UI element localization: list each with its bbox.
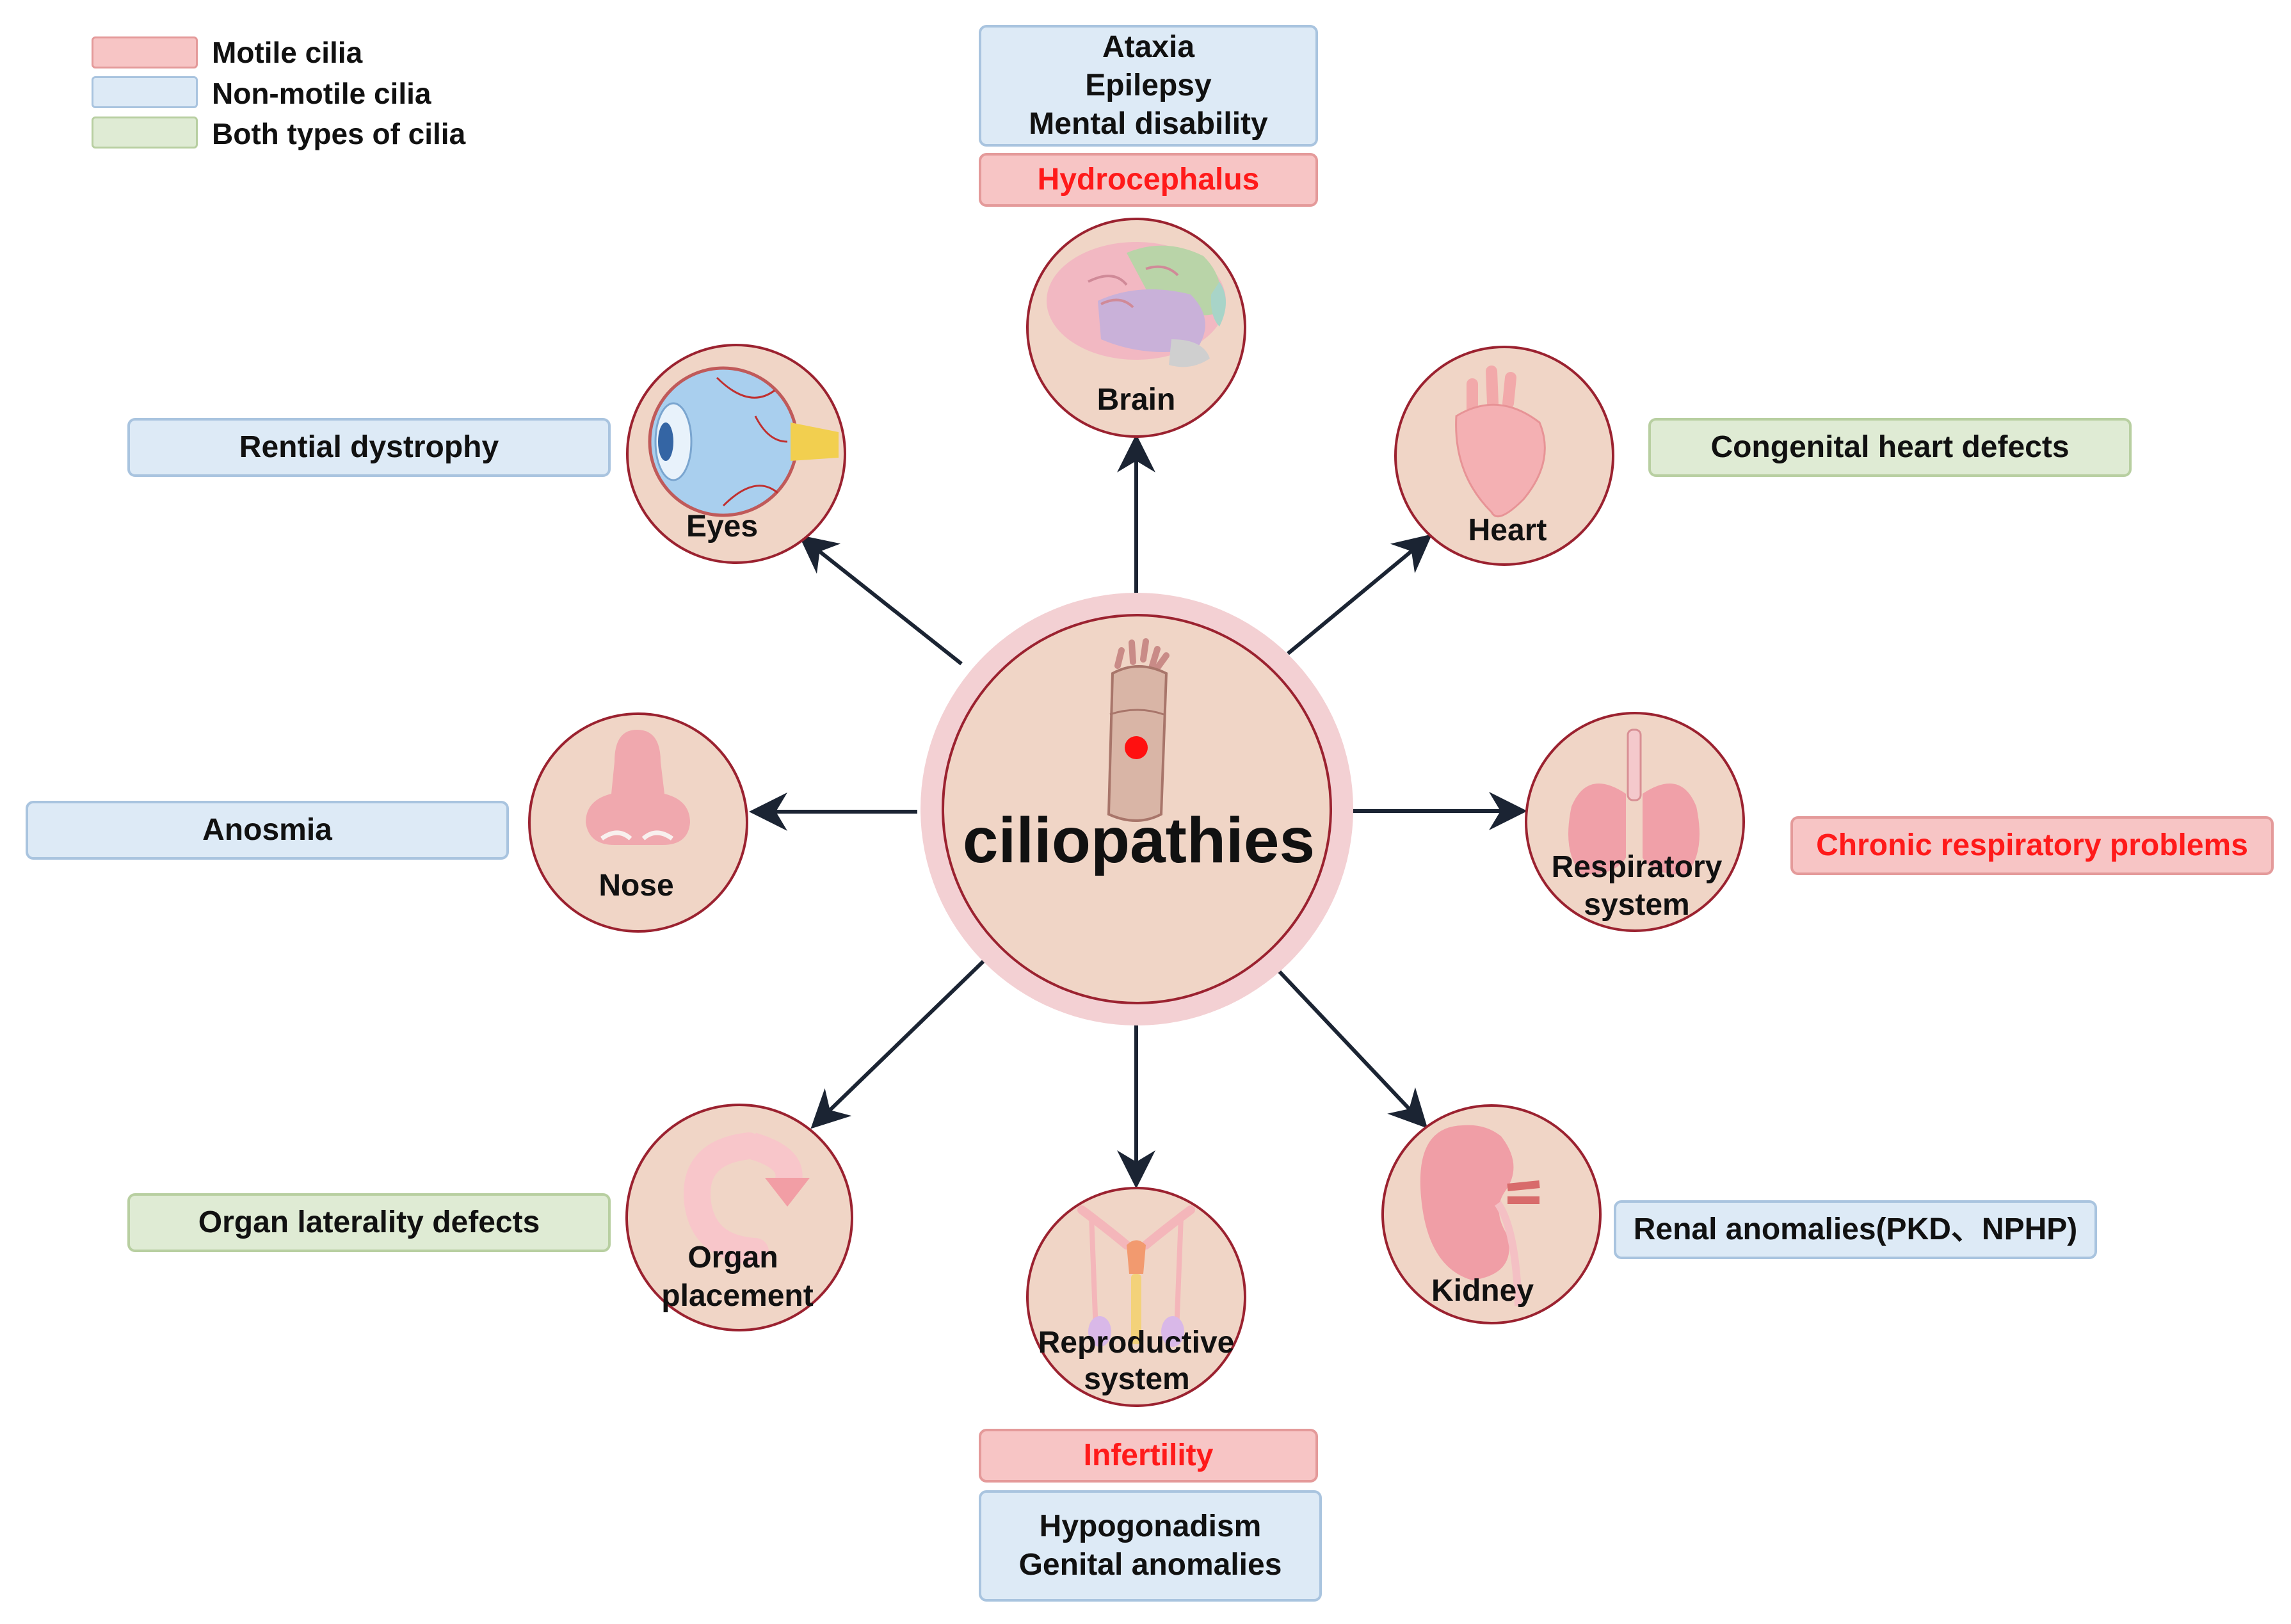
condition-ataxia: Ataxia: [1102, 30, 1195, 64]
respiratory-label-line1: Respiratory: [1552, 850, 1723, 884]
respiratory-label-line2: system: [1584, 888, 1689, 922]
reproductive-label-line2: system: [1084, 1362, 1189, 1396]
eyes-label: Eyes: [686, 510, 758, 543]
reproductive-organ-icon: [1077, 1205, 1195, 1347]
reproductive-non-motile-box: Hypogonadism Genital anomalies: [979, 1490, 1322, 1602]
heart-condition-box: Congenital heart defects: [1648, 418, 2132, 477]
legend-swatch-motile: [92, 36, 198, 68]
respiratory-node: Respiratory system: [1525, 712, 1745, 932]
respiratory-condition-box: Chronic respiratory problems: [1790, 816, 2274, 875]
legend-swatch-non-motile: [92, 76, 198, 108]
brain-node: Brain: [1026, 218, 1246, 438]
arrow-to-eyes: [798, 535, 963, 666]
condition-hypogonadism: Hypogonadism: [1039, 1509, 1262, 1543]
condition-organ-laterality-defects: Organ laterality defects: [198, 1205, 540, 1239]
condition-congenital-heart-defects: Congenital heart defects: [1710, 430, 2070, 464]
condition-epilepsy: Epilepsy: [1085, 68, 1212, 102]
condition-chronic-respiratory-problems: Chronic respiratory problems: [1816, 828, 2248, 862]
nose-label: Nose: [599, 869, 673, 903]
kidney-condition-box: Renal anomalies(PKD、NPHP): [1614, 1200, 2097, 1259]
condition-anosmia: Anosmia: [202, 813, 332, 847]
brain-icon: [1047, 242, 1226, 367]
nose-icon: [586, 730, 690, 845]
reproductive-label-line1: Reproductive: [1038, 1326, 1235, 1360]
eyes-node: Eyes: [626, 344, 846, 564]
kidney-label: Kidney: [1431, 1274, 1534, 1308]
condition-hydrocephalus: Hydrocephalus: [1037, 163, 1260, 197]
heart-node: Heart: [1394, 346, 1614, 566]
reproductive-node: Reproductive system: [1026, 1187, 1246, 1407]
organ-placement-label-line2: placement: [661, 1279, 813, 1313]
respiratory-circle: [1525, 712, 1745, 932]
nose-condition-box: Anosmia: [26, 801, 509, 860]
legend-label-both: Both types of cilia: [212, 117, 466, 150]
arrow-to-heart: [1287, 534, 1433, 655]
condition-rential-dystrophy: Rential dystrophy: [239, 430, 499, 464]
heart-icon: [1455, 366, 1546, 518]
reproductive-motile-box: Infertility: [979, 1429, 1318, 1483]
nose-node: Nose: [528, 712, 748, 933]
arrows: [749, 434, 1527, 1189]
brain-label: Brain: [1097, 383, 1176, 417]
condition-renal-anomalies: Renal anomalies(PKD、NPHP): [1633, 1212, 2078, 1246]
center-title: ciliopathies: [963, 805, 1315, 876]
brain-motile-box: Hydrocephalus: [979, 153, 1318, 207]
lungs-icon: [1568, 728, 1700, 874]
organ-placement-condition-box: Organ laterality defects: [127, 1193, 611, 1252]
condition-infertility: Infertility: [1083, 1438, 1214, 1472]
cilium-cell-icon: [1107, 638, 1170, 822]
eyes-condition-box: Rential dystrophy: [127, 418, 611, 477]
brain-non-motile-box: Ataxia Epilepsy Mental disability: [979, 25, 1318, 147]
center-node: ciliopathies: [920, 593, 1353, 1025]
arrow-to-kidney: [1276, 969, 1428, 1129]
condition-mental-disability: Mental disability: [1029, 107, 1268, 141]
condition-genital-anomalies: Genital anomalies: [1018, 1548, 1282, 1582]
legend-label-non-motile: Non-motile cilia: [212, 77, 431, 110]
kidney-node: Kidney: [1381, 1104, 1602, 1324]
legend-label-motile: Motile cilia: [212, 36, 363, 69]
rotation-arrow-icon: [684, 1132, 810, 1265]
legend-swatch-both: [92, 117, 198, 149]
arrow-to-organ-placement: [810, 959, 986, 1129]
organ-placement-label-line1: Organ: [687, 1241, 778, 1274]
heart-label: Heart: [1468, 513, 1547, 547]
eye-icon: [648, 366, 839, 517]
kidney-icon: [1420, 1125, 1540, 1306]
organ-placement-node: Organ placement: [625, 1104, 853, 1331]
